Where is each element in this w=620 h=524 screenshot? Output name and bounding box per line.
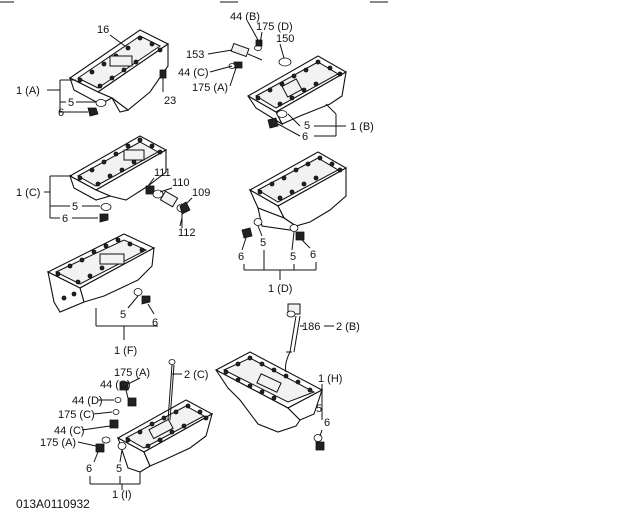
dipstick-tube-186 xyxy=(285,303,301,373)
label-44d: 44 (D) xyxy=(72,395,103,407)
label-6-f: 6 xyxy=(152,317,158,329)
label-23: 23 xyxy=(164,95,176,107)
oil-pan-1h xyxy=(214,351,324,433)
label-5-c: 5 xyxy=(72,201,78,213)
label-1h: 1 (H) xyxy=(318,373,342,385)
label-6-a: 6 xyxy=(58,107,64,119)
oil-pan-1i xyxy=(116,399,214,473)
label-2c: 2 (C) xyxy=(184,369,208,381)
label-44b: 44 (B) xyxy=(230,11,260,23)
label-6-d2: 6 xyxy=(310,249,316,261)
label-5-i: 5 xyxy=(116,463,122,475)
label-5-d2: 5 xyxy=(290,251,296,263)
label-6-d1: 6 xyxy=(238,251,244,263)
label-186: 186 xyxy=(302,321,320,333)
label-175c: 175 (C) xyxy=(58,409,95,421)
reference-number: 013A0110932 xyxy=(16,497,90,511)
label-6-c: 6 xyxy=(62,213,68,225)
label-44c-b: 44 (C) xyxy=(178,67,209,79)
oil-pan-1a xyxy=(68,29,170,113)
label-150: 150 xyxy=(276,33,294,45)
label-110: 110 xyxy=(172,177,190,189)
heater-109-112 xyxy=(145,185,191,228)
oil-pan-1d xyxy=(248,151,348,231)
label-1d: 1 (D) xyxy=(268,283,292,295)
label-175d: 175 (D) xyxy=(256,21,293,33)
label-1f: 1 (F) xyxy=(114,345,137,357)
label-6-i: 6 xyxy=(86,463,92,475)
label-175a-i1: 175 (A) xyxy=(114,367,150,379)
oil-pan-1f xyxy=(46,233,156,313)
label-6-h: 6 xyxy=(324,417,330,429)
label-111: 111 xyxy=(154,167,171,179)
label-5-a: 5 xyxy=(68,97,74,109)
label-109: 109 xyxy=(192,187,210,199)
label-44c-i2: 44 (C) xyxy=(54,425,85,437)
label-1c: 1 (C) xyxy=(16,187,40,199)
oil-pan-1c xyxy=(68,135,168,201)
label-175a-i2: 175 (A) xyxy=(40,437,76,449)
label-44c-i: 44 (C) xyxy=(100,379,131,391)
sender-153 xyxy=(230,42,263,61)
label-5-b: 5 xyxy=(304,120,310,132)
label-16: 16 xyxy=(97,24,109,36)
label-112: 112 xyxy=(178,227,196,239)
label-175a-b: 175 (A) xyxy=(192,82,228,94)
label-5-d1: 5 xyxy=(260,237,266,249)
label-1a: 1 (A) xyxy=(16,85,40,97)
label-6-b: 6 xyxy=(302,131,308,143)
label-1i: 1 (I) xyxy=(112,489,132,501)
oil-pan-1b xyxy=(246,55,348,126)
label-153: 153 xyxy=(186,49,204,61)
label-2b: 2 (B) xyxy=(336,321,360,333)
bolt-23 xyxy=(159,69,167,92)
label-1b: 1 (B) xyxy=(350,121,374,133)
fittings-1i xyxy=(95,381,137,453)
label-5-f: 5 xyxy=(120,309,126,321)
label-5-h: 5 xyxy=(316,403,322,415)
